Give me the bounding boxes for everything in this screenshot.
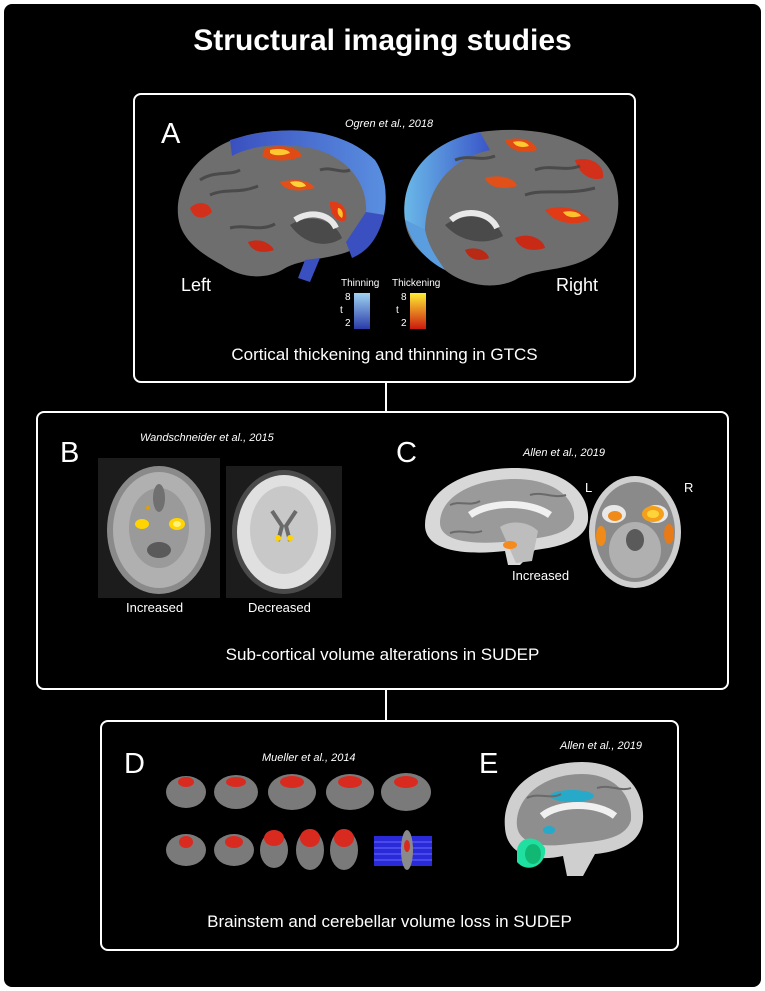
axial-mri-decreased (226, 466, 342, 598)
hemisphere-label-left: Left (181, 275, 212, 295)
label-left-side: L (585, 480, 593, 495)
panel-letter-c: C (396, 437, 417, 469)
panel-letter-a: A (161, 118, 181, 150)
cerebellum-slices-d (166, 773, 431, 870)
caption-subcortical: Sub-cortical volume alterations in SUDEP (225, 645, 540, 664)
legend-thickening-min: 2 (401, 318, 407, 329)
label-increased-b: Increased (126, 600, 184, 615)
legend-thinning-axis: t (340, 305, 343, 316)
legend-thickening-label: Thickening (392, 278, 441, 289)
caption-brainstem: Brainstem and cerebellar volume loss in … (207, 912, 572, 931)
panel-letter-d: D (124, 748, 145, 780)
coronal-slice-reference (374, 830, 432, 870)
figure-title: Structural imaging studies (193, 24, 572, 57)
axial-mri-increased (98, 458, 220, 598)
legend-thickening-colorbar (410, 293, 426, 329)
label-decreased-b: Decreased (248, 600, 311, 615)
legend-thinning-max: 8 (345, 292, 351, 303)
label-right-side: R (684, 480, 694, 495)
panel-letter-b: B (60, 437, 80, 469)
panel-letter-e: E (479, 748, 499, 780)
legend-thickening-max: 8 (401, 292, 407, 303)
citation-e: Allen et al., 2019 (560, 740, 642, 752)
citation-c: Allen et al., 2019 (523, 447, 605, 459)
sagittal-mri-c (425, 468, 589, 565)
label-increased-c: Increased (512, 568, 570, 583)
brain-image-left-hemisphere (177, 130, 386, 282)
connector-middle-bottom (385, 688, 387, 722)
citation-a: Ogren et al., 2018 (345, 118, 434, 130)
citation-d: Mueller et al., 2014 (262, 752, 356, 764)
caption-cortical: Cortical thickening and thinning in GTCS (231, 345, 538, 364)
hemisphere-label-right: Right (556, 275, 599, 295)
legend-thickening-axis: t (396, 305, 399, 316)
sagittal-mri-e (504, 762, 644, 876)
legend-thinning-colorbar (354, 293, 370, 329)
legend-thinning-min: 2 (345, 318, 351, 329)
brain-image-right-hemisphere (404, 129, 619, 286)
citation-b: Wandschneider et al., 2015 (140, 432, 274, 444)
legend-thinning-label: Thinning (341, 278, 380, 289)
connector-top-middle (385, 381, 387, 413)
axial-mri-c (589, 476, 681, 588)
